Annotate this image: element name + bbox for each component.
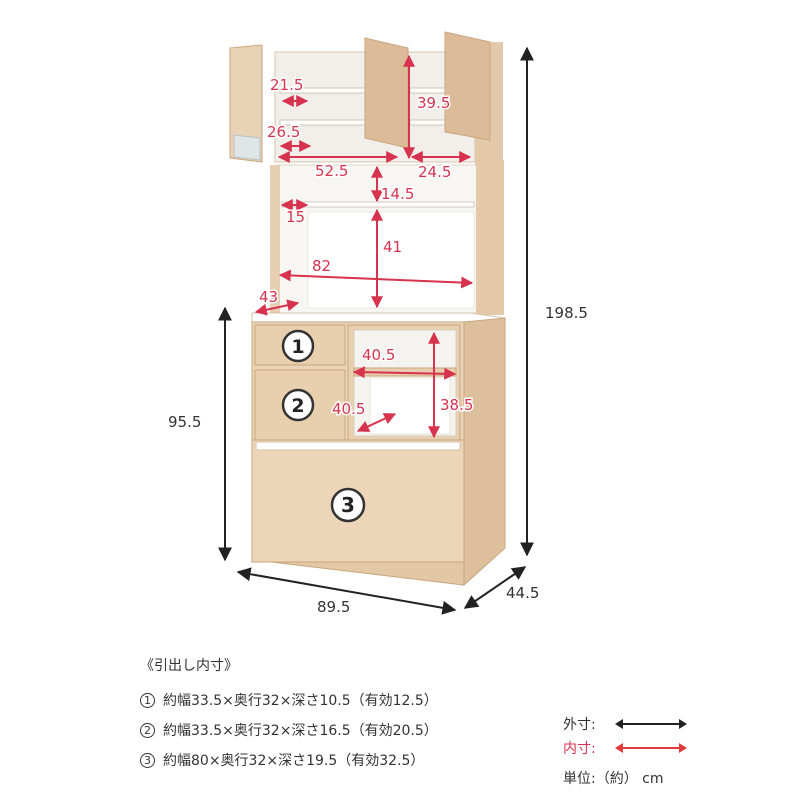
cubby-inner-back bbox=[369, 377, 451, 435]
center-door bbox=[364, 37, 409, 149]
drawer-marker-label: 1 bbox=[291, 336, 304, 358]
legend-outer-label: 外寸: bbox=[563, 717, 596, 733]
double-arrow-icon bbox=[615, 743, 687, 753]
upper-inner-width-label: 52.5 bbox=[315, 162, 348, 180]
counter-depth-arrow bbox=[254, 299, 300, 316]
open-height-label: 41 bbox=[383, 238, 402, 256]
left-door bbox=[229, 44, 263, 163]
drawer-marker-label: 2 bbox=[291, 395, 304, 417]
note-row: 3 約幅80×奥行32×深さ19.5（有効32.5） bbox=[140, 745, 438, 775]
open-width-label: 82 bbox=[312, 257, 331, 275]
depth-label: 44.5 bbox=[506, 584, 539, 602]
double-arrow-icon bbox=[615, 719, 687, 729]
note-text: 約幅33.5×奥行32×深さ10.5（有効12.5） bbox=[163, 693, 438, 709]
width-label: 89.5 bbox=[317, 598, 350, 616]
legend: 外寸: 内寸: 単位:（約） cm bbox=[563, 712, 687, 790]
legend-inner-label: 内寸: bbox=[563, 741, 596, 757]
note-text: 約幅33.5×奥行32×深さ16.5（有効20.5） bbox=[163, 723, 438, 739]
counter-depth-label: 43 bbox=[259, 288, 278, 306]
notes-heading: 《引出し内寸》 bbox=[140, 658, 238, 674]
hutch-shelf bbox=[281, 201, 475, 208]
counter-height-label: 95.5 bbox=[168, 413, 201, 431]
hutch-right-side bbox=[476, 160, 504, 315]
legend-outer: 外寸: bbox=[563, 712, 687, 736]
upper-right-depth-label: 24.5 bbox=[418, 163, 451, 181]
cubby-depth-arrow bbox=[356, 413, 397, 432]
base-cabinet-side bbox=[463, 317, 506, 587]
outer-height-label: 198.5 bbox=[545, 304, 588, 322]
drawer-marker-label: 3 bbox=[341, 493, 355, 517]
upper-shelf bbox=[409, 87, 451, 94]
door-shelf-top-label: 21.5 bbox=[270, 76, 303, 94]
drawer-marker: 2 bbox=[281, 388, 315, 422]
note-number: 1 bbox=[140, 692, 155, 708]
inner-dimensions: 21.5 26.5 52.5 39.5 24.5 14.5 15 41 82 4… bbox=[254, 54, 475, 439]
width-arrow bbox=[236, 567, 457, 615]
note-text: 約幅80×奥行32×深さ19.5（有効32.5） bbox=[163, 753, 425, 769]
drawer-marker: 1 bbox=[281, 329, 315, 363]
open-width-arrow bbox=[278, 269, 474, 289]
drawer-notes: 《引出し内寸》 1 約幅33.5×奥行32×深さ10.5（有効12.5） 2 約… bbox=[140, 655, 438, 775]
hutch-back-panel bbox=[307, 211, 475, 309]
unit-label: 単位:（約） cm bbox=[563, 771, 664, 787]
note-row: 2 約幅33.5×奥行32×深さ16.5（有効20.5） bbox=[140, 715, 438, 745]
cubby-width-label: 40.5 bbox=[362, 346, 395, 364]
drawer-3-handle bbox=[255, 441, 461, 451]
hutch-left-side bbox=[270, 165, 280, 313]
left-door-glass bbox=[233, 134, 261, 161]
depth-arrow bbox=[463, 566, 527, 609]
right-door bbox=[444, 31, 491, 141]
note-number: 2 bbox=[140, 722, 155, 738]
cubby-height-label: 38.5 bbox=[440, 396, 473, 414]
cubby-depth-label: 40.5 bbox=[332, 400, 365, 418]
drawer-marker: 3 bbox=[330, 487, 366, 523]
upper-shelf bbox=[409, 119, 451, 126]
upper-right-height-label: 39.5 bbox=[417, 94, 450, 112]
legend-inner: 内寸: bbox=[563, 736, 687, 760]
door-shelf-bottom-label: 26.5 bbox=[267, 123, 300, 141]
shelf-depth-label: 15 bbox=[286, 208, 305, 226]
note-number: 3 bbox=[140, 752, 155, 768]
shelf-gap-label: 14.5 bbox=[381, 185, 414, 203]
note-row: 1 約幅33.5×奥行32×深さ10.5（有効12.5） bbox=[140, 685, 438, 715]
